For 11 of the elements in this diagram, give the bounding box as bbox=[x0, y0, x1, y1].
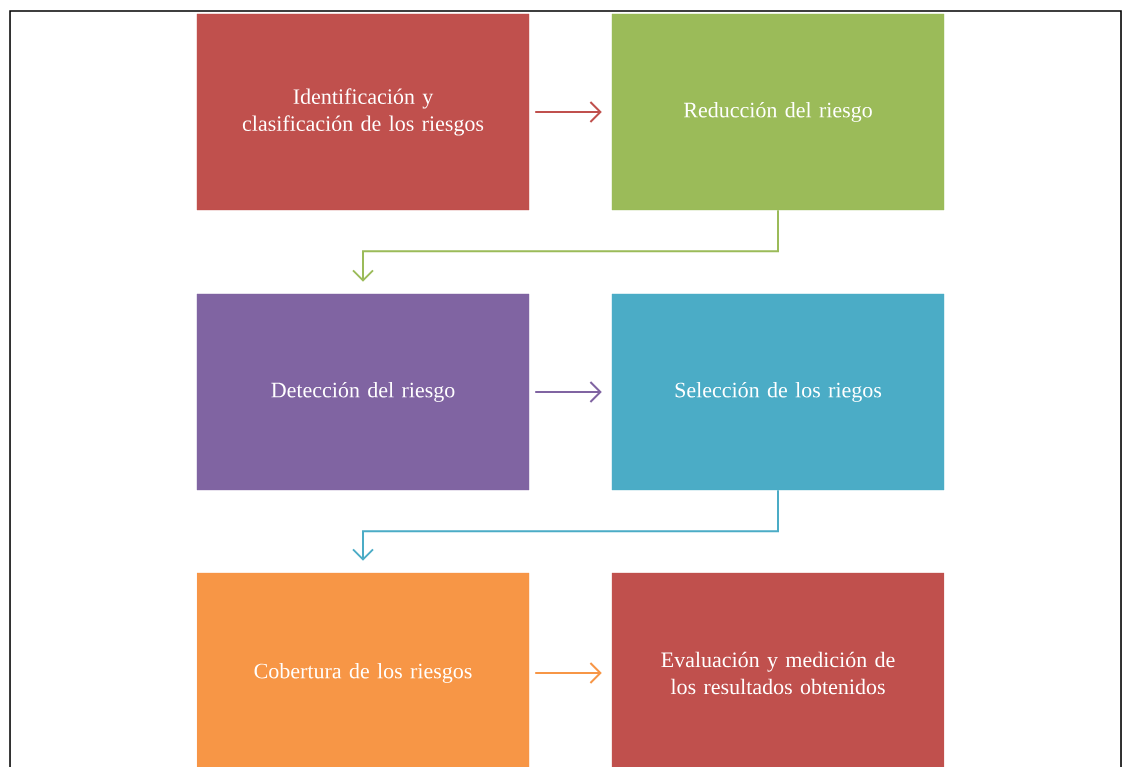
arrow bbox=[534, 381, 602, 403]
arrow bbox=[534, 662, 602, 684]
arrow bbox=[352, 489, 779, 561]
process-box: Detección del riesgo bbox=[196, 293, 530, 491]
process-box: Evaluación y medición de los resultados obtenidos bbox=[611, 572, 945, 767]
process-box: Identificación y clasificación de los riesgos bbox=[196, 13, 530, 211]
process-box: Cobertura de los riesgos bbox=[196, 572, 530, 767]
process-box: Reducción del riesgo bbox=[611, 13, 945, 211]
process-box: Selección de los riegos bbox=[611, 293, 945, 491]
arrow bbox=[352, 209, 779, 282]
arrow bbox=[534, 101, 602, 123]
